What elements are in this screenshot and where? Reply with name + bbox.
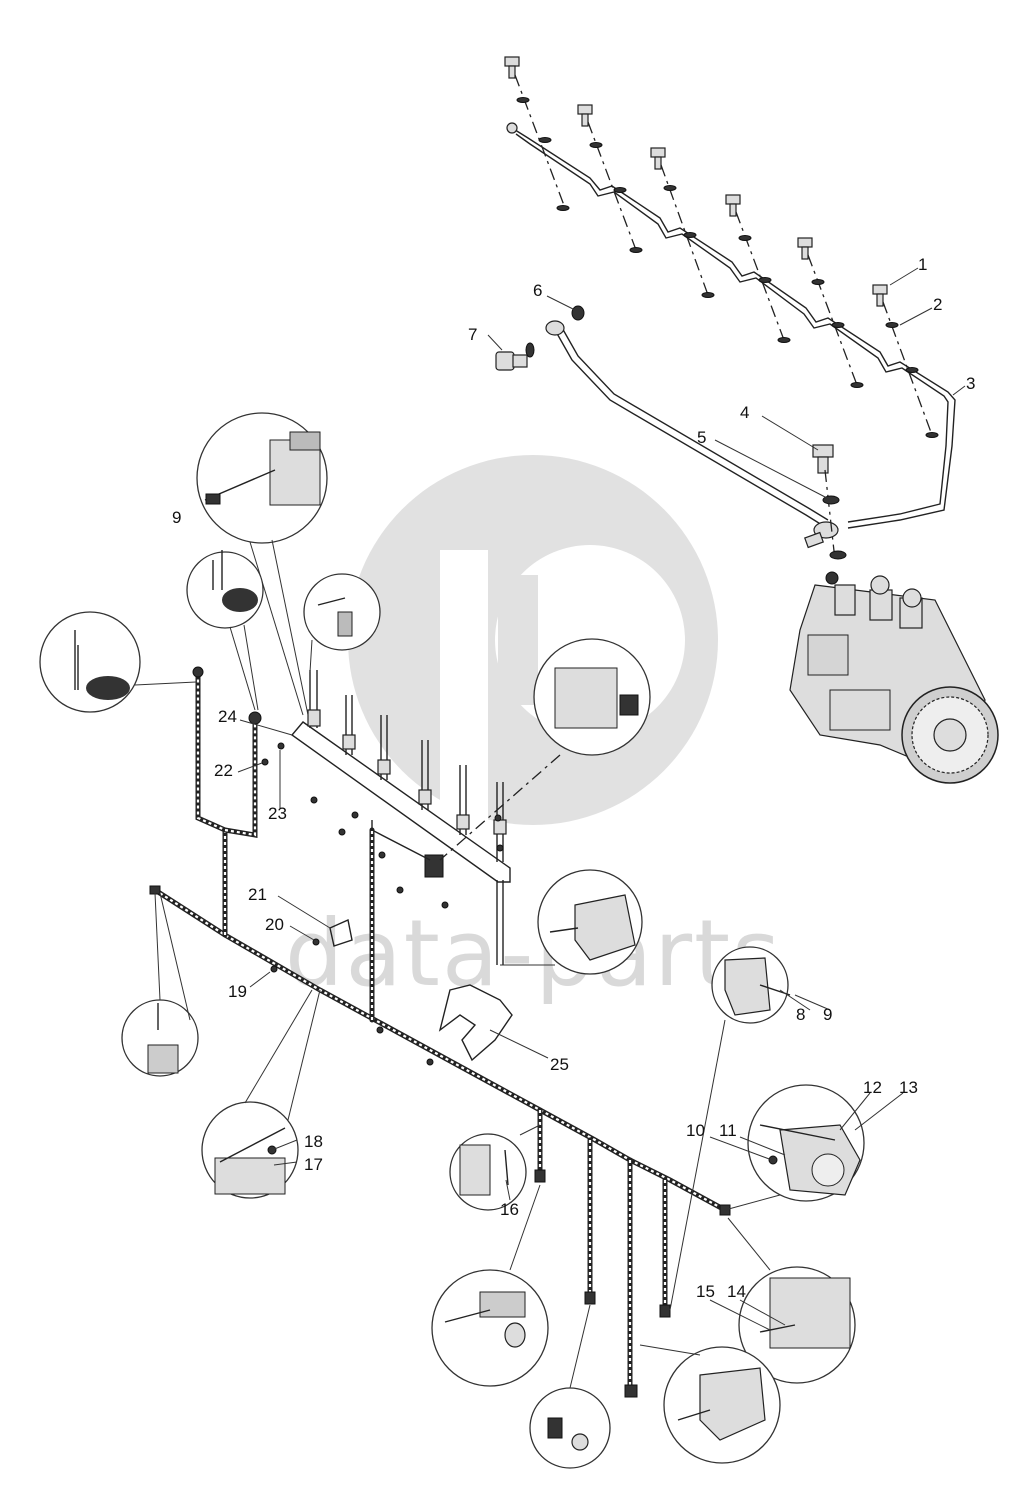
callout-14: 14 [727,1282,746,1301]
detail-circle-coil-sensor [186,550,264,711]
detail-circle-thermostat [724,1084,865,1211]
detail-circle-cam-sensor [121,892,199,1077]
callout-3: 3 [966,374,975,393]
callout-18: 18 [304,1132,323,1151]
detail-circle-flange [201,989,321,1199]
main-wiring-harness [149,666,731,1398]
callout-16: 16 [500,1200,519,1219]
callout-1: 1 [918,255,927,274]
callout-20: 20 [265,915,284,934]
callout-6: 6 [533,281,542,300]
callout-22: 22 [214,761,233,780]
detail-circle-bottom-sensor [529,1304,611,1469]
fasteners [261,742,504,1066]
callout-12: 12 [863,1078,882,1097]
detail-circle-pressure-sensor [303,573,381,673]
detail-circle-left-coil [39,611,197,713]
fuel-return-line [506,122,956,529]
callout-21: 21 [248,885,267,904]
watermark-text: data-parts [285,900,782,1007]
callout-11: 11 [719,1121,737,1140]
detail-circle-temp-sensor [196,412,328,716]
detail-circle-pump-sensor [500,869,643,975]
callout-25: 25 [550,1055,569,1074]
callout-19: 19 [228,982,247,1001]
banjo-bolt-4 [812,444,847,561]
bolt-axis-lines [514,74,933,436]
callout-7: 7 [468,325,477,344]
callout-23: 23 [268,804,287,823]
detail-circle-ecu [439,638,651,861]
leader-lines [237,267,966,1331]
watermark-logo [348,455,718,880]
callout-4: 4 [740,403,749,422]
callout-5: 5 [697,428,706,447]
callout-9-top: 9 [172,508,181,527]
bracket-21 [329,919,353,947]
callout-8: 8 [796,1005,805,1024]
detail-circle-pump-bottom [639,1344,781,1464]
detail-circle-right-sensor [669,946,791,1311]
bracket-25 [438,984,513,1062]
detail-circle-16 [449,1124,541,1211]
banjo-bolts [504,56,888,307]
callout-13: 13 [899,1078,918,1097]
callout-10: 10 [686,1121,705,1140]
sealing-washers [516,97,939,438]
callout-9-right: 9 [823,1005,832,1024]
callout-labels: 1 2 3 4 5 6 7 9 24 22 23 21 20 19 25 8 9… [172,255,975,1301]
callout-2: 2 [933,295,942,314]
callout-17: 17 [304,1155,323,1174]
callout-24: 24 [218,707,237,726]
banjo-bolt-7 [495,305,585,371]
detail-circle-speed-sensor [431,1184,549,1387]
fuel-pipe [545,320,839,549]
detail-circle-block-sensor [727,1217,856,1384]
high-pressure-pump [789,571,999,784]
callout-15: 15 [696,1282,715,1301]
